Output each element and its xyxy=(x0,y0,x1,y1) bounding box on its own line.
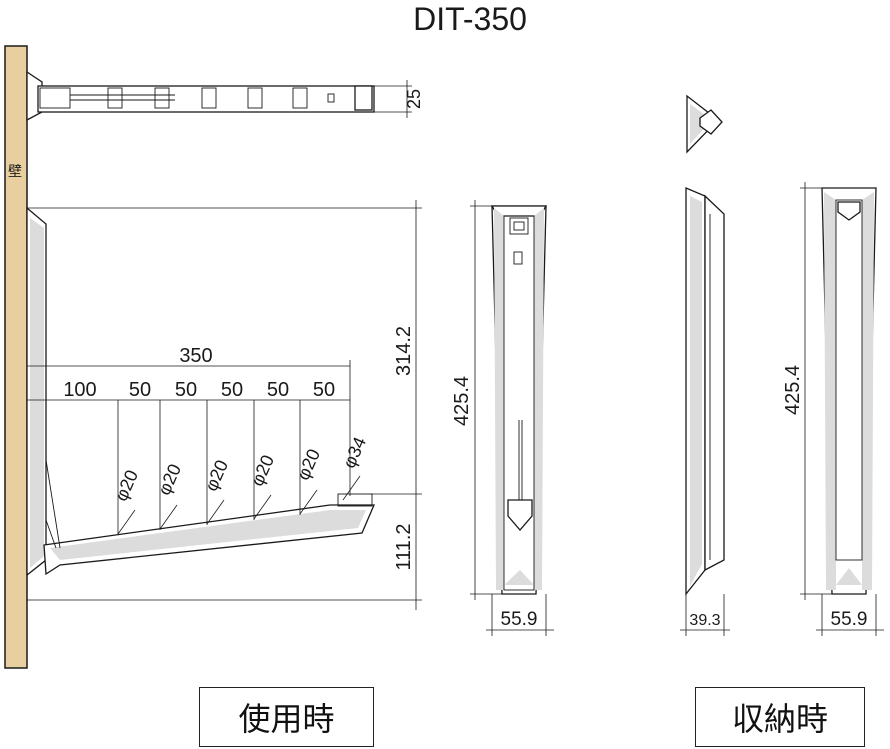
dim-top-thickness: 25 xyxy=(404,89,424,109)
in-use-label: 使用時 xyxy=(199,687,374,747)
model-title: DIT-350 xyxy=(413,1,527,37)
front-view-stored xyxy=(800,182,884,636)
stored-label-text: 収納時 xyxy=(731,700,828,738)
dim-width-350: 350 xyxy=(179,345,212,367)
front-view-in-use xyxy=(470,200,554,636)
dim-depth-front-stored: 55.9 xyxy=(831,609,868,630)
dim-pitch-50: 50 xyxy=(313,379,335,401)
dim-height-upper: 314.2 xyxy=(393,326,415,376)
dim-phi20-label: φ20 xyxy=(201,457,232,494)
wall xyxy=(4,45,28,669)
side-view-in-use xyxy=(26,200,422,610)
wall-label: 壁 xyxy=(8,163,22,179)
side-view-stored xyxy=(680,187,730,636)
dim-phi20-label: φ20 xyxy=(111,467,142,504)
dim-total-height-front: 425.4 xyxy=(451,376,473,426)
dim-pitch-50: 50 xyxy=(129,379,151,401)
dim-depth-side-stored: 39.3 xyxy=(689,612,720,629)
dim-pitch-100: 100 xyxy=(63,379,96,401)
dim-phi20-label: φ20 xyxy=(293,446,324,483)
dim-pitch-50: 50 xyxy=(221,379,243,401)
dim-depth-front-use: 55.9 xyxy=(501,609,538,630)
top-view-stored xyxy=(686,94,723,154)
dim-height-lower: 111.2 xyxy=(393,523,415,570)
dim-phi20-label: φ20 xyxy=(154,461,185,498)
stored-label: 収納時 xyxy=(695,687,865,747)
top-view xyxy=(26,70,412,122)
dim-phi20-label: φ20 xyxy=(247,452,278,489)
dim-pitch-50: 50 xyxy=(267,379,289,401)
in-use-label-text: 使用時 xyxy=(238,700,335,738)
dim-pitch-50: 50 xyxy=(175,379,197,401)
dim-total-height-side: 425.4 xyxy=(782,365,804,415)
dim-phi34-label: φ34 xyxy=(339,434,370,471)
